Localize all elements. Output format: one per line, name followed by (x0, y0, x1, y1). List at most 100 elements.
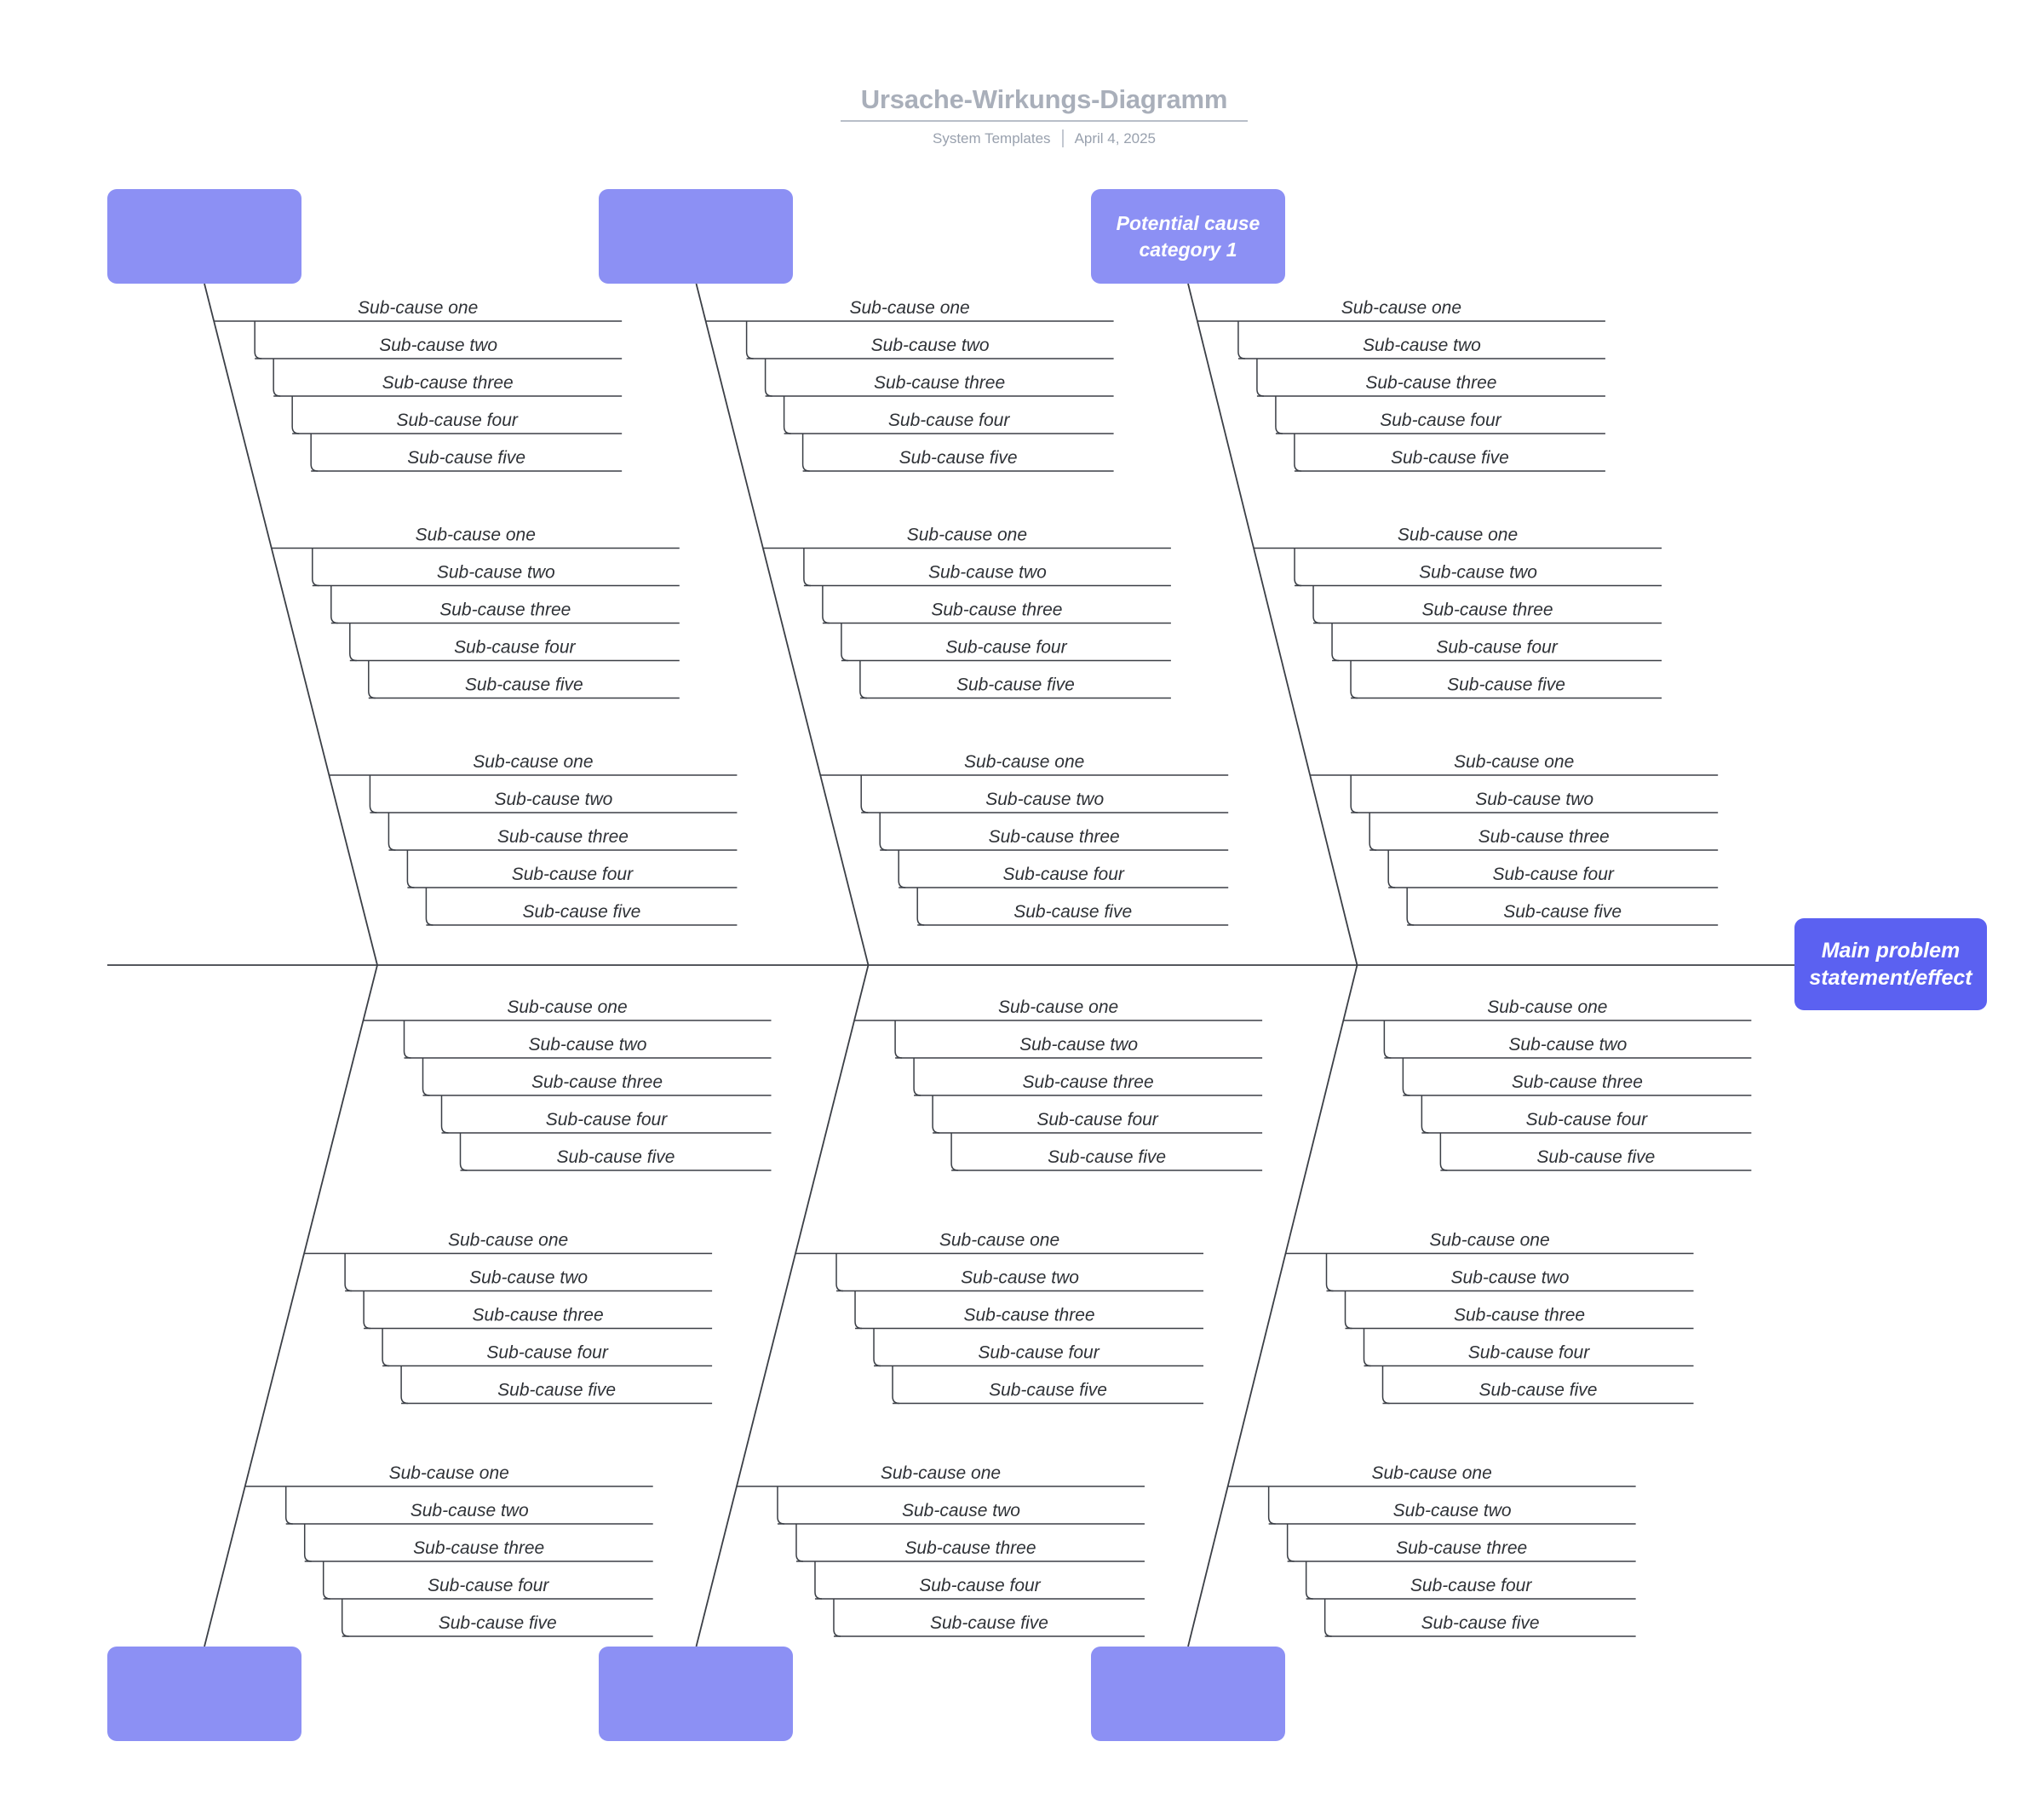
sub-cause-label[interactable]: Sub-cause three (1478, 827, 1610, 847)
sub-cause-label[interactable]: Sub-cause five (1048, 1147, 1166, 1167)
sub-cause-label[interactable]: Sub-cause one (416, 526, 536, 545)
sub-cause-label[interactable]: Sub-cause one (1398, 526, 1518, 545)
sub-cause-label[interactable]: Sub-cause four (396, 411, 518, 430)
sub-cause-label[interactable]: Sub-cause four (546, 1110, 668, 1129)
sub-cause-label[interactable]: Sub-cause one (473, 752, 593, 772)
main-problem-box[interactable]: Main problem statement/effect (1794, 918, 1987, 1010)
category-box-top-3[interactable]: Potential cause category 1 (1091, 189, 1285, 284)
sub-cause-label[interactable]: Sub-cause three (1421, 601, 1553, 620)
sub-cause-label[interactable]: Sub-cause three (1365, 373, 1496, 393)
sub-cause-label[interactable]: Sub-cause two (469, 1268, 588, 1288)
sub-cause-label[interactable]: Sub-cause five (956, 675, 1075, 695)
sub-cause-label[interactable]: Sub-cause three (874, 373, 1005, 393)
sub-cause-label[interactable]: Sub-cause five (989, 1381, 1107, 1400)
sub-cause-label[interactable]: Sub-cause three (989, 827, 1120, 847)
sub-cause-label[interactable]: Sub-cause four (454, 638, 576, 658)
subtitle-author: System Templates (932, 129, 1051, 147)
sub-cause-label[interactable]: Sub-cause two (985, 790, 1104, 809)
sub-cause-label[interactable]: Sub-cause one (998, 997, 1118, 1017)
category-box-top-2[interactable] (599, 189, 793, 284)
sub-cause-label[interactable]: Sub-cause three (1396, 1538, 1527, 1558)
category-box-bottom-3[interactable] (1091, 1647, 1285, 1741)
sub-cause-label[interactable]: Sub-cause one (1429, 1231, 1549, 1250)
sub-cause-label[interactable]: Sub-cause one (1372, 1463, 1492, 1483)
sub-cause-label[interactable]: Sub-cause three (904, 1538, 1036, 1558)
sub-cause-label[interactable]: Sub-cause one (907, 526, 1027, 545)
sub-cause-label[interactable]: Sub-cause five (522, 902, 640, 922)
sub-cause-label[interactable]: Sub-cause two (871, 336, 990, 355)
sub-cause-label[interactable]: Sub-cause two (437, 563, 555, 583)
sub-cause-label[interactable]: Sub-cause one (1454, 752, 1574, 772)
sub-cause-label[interactable]: Sub-cause four (919, 1576, 1041, 1595)
sub-cause-label[interactable]: Sub-cause one (389, 1463, 509, 1483)
sub-cause-label[interactable]: Sub-cause five (1421, 1613, 1540, 1633)
sub-cause-label[interactable]: Sub-cause three (473, 1306, 604, 1325)
sub-cause-label[interactable]: Sub-cause four (978, 1343, 1100, 1363)
sub-cause-label[interactable]: Sub-cause four (512, 865, 634, 884)
sub-cause-label[interactable]: Sub-cause two (1451, 1268, 1570, 1288)
sub-cause-label[interactable]: Sub-cause four (486, 1343, 608, 1363)
sub-cause-label[interactable]: Sub-cause five (439, 1613, 557, 1633)
sub-cause-label[interactable]: Sub-cause three (439, 601, 571, 620)
sub-cause-label[interactable]: Sub-cause one (358, 298, 478, 318)
sub-cause-label[interactable]: Sub-cause two (1508, 1035, 1627, 1055)
sub-cause-label[interactable]: Sub-cause four (888, 411, 1010, 430)
sub-cause-label[interactable]: Sub-cause four (1380, 411, 1501, 430)
sub-cause-label[interactable]: Sub-cause three (413, 1538, 544, 1558)
sub-cause-label[interactable]: Sub-cause five (557, 1147, 675, 1167)
sub-cause-label[interactable]: Sub-cause three (497, 827, 629, 847)
sub-cause-label[interactable]: Sub-cause five (1391, 448, 1509, 468)
category-box-top-1[interactable] (107, 189, 301, 284)
sub-cause-label[interactable]: Sub-cause four (945, 638, 1067, 658)
sub-cause-label[interactable]: Sub-cause one (1487, 997, 1607, 1017)
sub-cause-label[interactable]: Sub-cause two (1419, 563, 1537, 583)
sub-cause-label[interactable]: Sub-cause three (1454, 1306, 1585, 1325)
sub-cause-label[interactable]: Sub-cause two (411, 1501, 529, 1520)
sub-cause-label[interactable]: Sub-cause five (1479, 1381, 1598, 1400)
sub-cause-label[interactable]: Sub-cause two (379, 336, 497, 355)
sub-cause-label[interactable]: Sub-cause three (382, 373, 514, 393)
category-box-bottom-1[interactable] (107, 1647, 301, 1741)
sub-cause-label[interactable]: Sub-cause four (1410, 1576, 1532, 1595)
sub-cause-label[interactable]: Sub-cause one (1341, 298, 1461, 318)
sub-cause-label[interactable]: Sub-cause one (507, 997, 627, 1017)
category-box-bottom-2[interactable] (599, 1647, 793, 1741)
sub-cause-label[interactable]: Sub-cause five (930, 1613, 1048, 1633)
sub-cause-label[interactable]: Sub-cause two (1393, 1501, 1512, 1520)
sub-cause-label[interactable]: Sub-cause four (1002, 865, 1124, 884)
sub-cause-label[interactable]: Sub-cause one (939, 1231, 1059, 1250)
sub-cause-label[interactable]: Sub-cause five (1503, 902, 1622, 922)
sub-cause-label[interactable]: Sub-cause one (964, 752, 1084, 772)
sub-cause-label[interactable]: Sub-cause three (1023, 1072, 1154, 1092)
sub-cause-label[interactable]: Sub-cause three (1512, 1072, 1643, 1092)
sub-cause-label[interactable]: Sub-cause five (899, 448, 1018, 468)
sub-cause-label[interactable]: Sub-cause four (1526, 1110, 1648, 1129)
sub-cause-label[interactable]: Sub-cause five (497, 1381, 616, 1400)
sub-cause-label[interactable]: Sub-cause five (1536, 1147, 1655, 1167)
sub-cause-connector (291, 396, 300, 434)
sub-cause-label[interactable]: Sub-cause four (1036, 1110, 1158, 1129)
sub-cause-label[interactable]: Sub-cause four (428, 1576, 549, 1595)
sub-cause-label[interactable]: Sub-cause five (1447, 675, 1565, 695)
sub-cause-label[interactable]: Sub-cause two (529, 1035, 647, 1055)
sub-cause-label[interactable]: Sub-cause two (928, 563, 1047, 583)
sub-cause-label[interactable]: Sub-cause two (961, 1268, 1079, 1288)
sub-cause-label[interactable]: Sub-cause three (963, 1306, 1094, 1325)
sub-cause-label[interactable]: Sub-cause four (1436, 638, 1558, 658)
sub-cause-label[interactable]: Sub-cause two (494, 790, 612, 809)
sub-cause-label[interactable]: Sub-cause one (881, 1463, 1001, 1483)
sub-cause-label[interactable]: Sub-cause four (1492, 865, 1614, 884)
sub-cause-label[interactable]: Sub-cause two (1475, 790, 1593, 809)
sub-cause-label[interactable]: Sub-cause two (902, 1501, 1020, 1520)
sub-cause-label[interactable]: Sub-cause one (448, 1231, 568, 1250)
sub-cause-label[interactable]: Sub-cause two (1019, 1035, 1138, 1055)
sub-cause-label[interactable]: Sub-cause one (849, 298, 969, 318)
sub-cause-label[interactable]: Sub-cause two (1363, 336, 1481, 355)
sub-cause-label[interactable]: Sub-cause five (407, 448, 525, 468)
sub-cause-label[interactable]: Sub-cause four (1468, 1343, 1590, 1363)
sub-cause-label[interactable]: Sub-cause five (465, 675, 583, 695)
sub-cause-connector (1439, 1133, 1448, 1171)
sub-cause-label[interactable]: Sub-cause three (531, 1072, 663, 1092)
sub-cause-label[interactable]: Sub-cause five (1013, 902, 1132, 922)
sub-cause-label[interactable]: Sub-cause three (931, 601, 1062, 620)
